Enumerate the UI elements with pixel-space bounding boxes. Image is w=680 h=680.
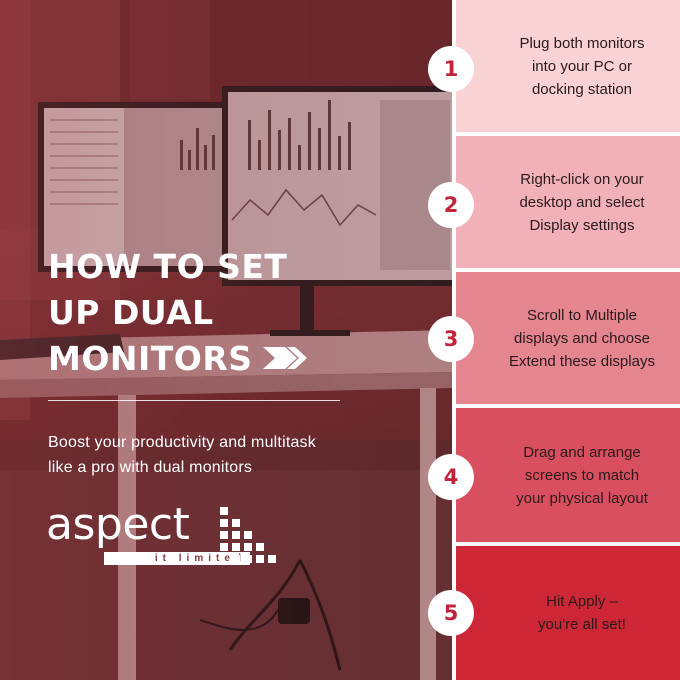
- logo-wordmark: aspect: [46, 499, 190, 550]
- step-5-line: you're all set!: [538, 616, 626, 633]
- step-2-text: Right-click on your desktop and select D…: [485, 168, 650, 237]
- tagline: Boost your productivity and multitask li…: [48, 430, 408, 480]
- tagline-line-1: Boost your productivity and multitask: [48, 434, 316, 451]
- page-title: HOW TO SET UP DUAL MONITORS: [48, 244, 348, 382]
- step-2-line: Display settings: [529, 216, 635, 234]
- step-2-number-badge: 2: [428, 182, 474, 228]
- title-line-1: HOW TO SET: [48, 247, 288, 286]
- logo-subtitle: it limited: [104, 552, 250, 565]
- title-line-2: UP DUAL: [48, 293, 214, 332]
- step-5-line: Hit Apply –: [546, 593, 618, 610]
- logo-pixel-mark-icon: [220, 507, 276, 563]
- step-3-card: Scroll to Multiple displays and choose E…: [456, 272, 680, 404]
- red-overlay: [0, 0, 452, 680]
- step-3-line: Extend these displays: [509, 352, 655, 370]
- step-5-text: Hit Apply – you're all set!: [504, 590, 632, 636]
- step-2-line: desktop and select: [519, 193, 645, 211]
- step-4-line: screens to match: [524, 466, 640, 484]
- step-4-line: your physical layout: [516, 489, 648, 507]
- title-line-3: MONITORS: [48, 336, 348, 382]
- divider: [48, 400, 340, 401]
- step-1-text: Plug both monitors into your PC or docki…: [485, 32, 650, 101]
- aspect-logo: aspect it limited: [46, 499, 286, 570]
- step-3-line: Scroll to Multiple: [526, 306, 638, 324]
- step-4-line: Drag and arrange: [523, 443, 641, 461]
- tagline-line-2: like a pro with dual monitors: [48, 459, 253, 476]
- step-4-number-badge: 4: [428, 454, 474, 500]
- step-5-card: Hit Apply – you're all set!: [456, 546, 680, 680]
- step-2-line: Right-click on your: [520, 170, 644, 188]
- step-1-line: into your PC or: [531, 57, 633, 75]
- steps-panel: Plug both monitors into your PC or docki…: [452, 0, 680, 680]
- step-3-number-badge: 3: [428, 316, 474, 362]
- hero-photo-panel: HOW TO SET UP DUAL MONITORS Boost your p…: [0, 0, 452, 680]
- title-line-3-text: MONITORS: [48, 339, 253, 378]
- double-chevron-right-icon: [262, 346, 307, 369]
- step-4-text: Drag and arrange screens to match your p…: [482, 441, 654, 510]
- step-5-number-badge: 5: [428, 590, 474, 636]
- step-3-line: displays and choose: [514, 329, 650, 347]
- step-1-card: Plug both monitors into your PC or docki…: [456, 0, 680, 132]
- step-1-line: docking station: [531, 80, 633, 98]
- step-1-number-badge: 1: [428, 46, 474, 92]
- step-3-text: Scroll to Multiple displays and choose E…: [475, 304, 661, 373]
- step-4-card: Drag and arrange screens to match your p…: [456, 408, 680, 542]
- step-2-card: Right-click on your desktop and select D…: [456, 136, 680, 268]
- step-1-line: Plug both monitors: [519, 34, 645, 52]
